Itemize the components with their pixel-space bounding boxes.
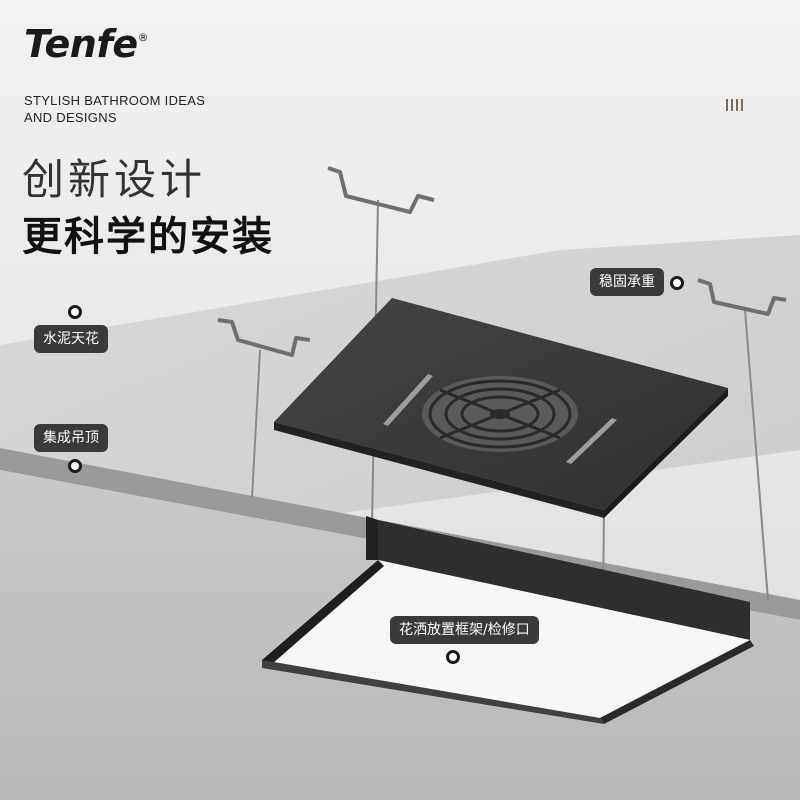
tagline-line-2: AND DESIGNS xyxy=(24,110,117,125)
tagline: STYLISH BATHROOM IDEAS AND DESIGNS xyxy=(24,92,205,126)
ceiling-bracket xyxy=(697,278,787,316)
label-access-frame: 花洒放置框架/检修口 xyxy=(390,616,539,644)
label-concrete-ceiling: 水泥天花 xyxy=(34,325,108,353)
light-strip xyxy=(383,374,433,426)
registered-mark: ® xyxy=(137,31,149,45)
callout-marker xyxy=(68,305,82,319)
ceiling-bracket xyxy=(217,318,311,357)
callout-marker xyxy=(446,650,460,664)
brand-name: Tenfe xyxy=(24,22,138,66)
brand-logo: Tenfe® xyxy=(24,22,149,66)
label-integrated-ceiling: 集成吊顶 xyxy=(34,424,108,452)
headline-bold: 更科学的安装 xyxy=(22,214,274,260)
suspension-rod xyxy=(251,349,261,499)
headline-light: 创新设计 xyxy=(22,155,207,204)
shower-panel xyxy=(274,298,728,518)
suspension-rod xyxy=(744,309,769,601)
callout-marker xyxy=(68,459,82,473)
ceiling-bracket xyxy=(327,166,435,214)
decorative-bars xyxy=(726,99,748,111)
callout-marker xyxy=(670,276,684,290)
tagline-line-1: STYLISH BATHROOM IDEAS xyxy=(24,93,206,108)
label-load-bearing: 稳固承重 xyxy=(590,268,664,296)
light-strip xyxy=(566,418,617,464)
